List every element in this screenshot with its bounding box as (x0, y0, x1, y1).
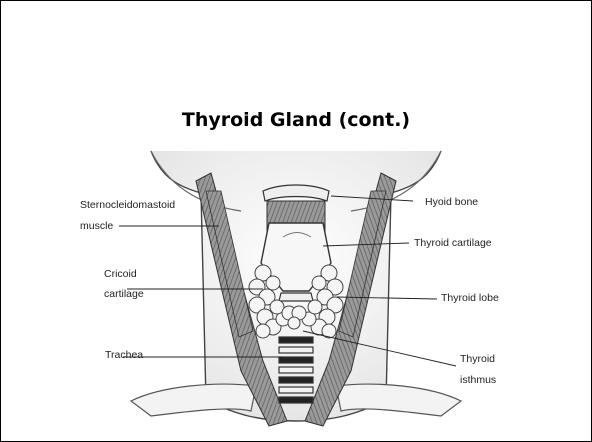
label-thyroid-lobe: Thyroid lobe (441, 292, 499, 304)
label-cricoid-line2: cartilage (104, 288, 144, 300)
label-sternocleidomastoid-line1: Sternocleidomastoid (80, 199, 175, 211)
label-thyroid-isthmus-line1: Thyroid (460, 353, 495, 365)
cricoid-cartilage (279, 293, 313, 301)
label-cricoid-line1: Cricoid (104, 268, 137, 280)
label-sternocleidomastoid-line2: muscle (80, 220, 113, 232)
label-thyroid-cartilage: Thyroid cartilage (414, 237, 492, 249)
trachea (279, 337, 313, 403)
label-trachea: Trachea (105, 349, 143, 361)
label-thyroid-isthmus-line2: isthmus (460, 374, 496, 386)
label-hyoid-bone: Hyoid bone (425, 196, 478, 208)
